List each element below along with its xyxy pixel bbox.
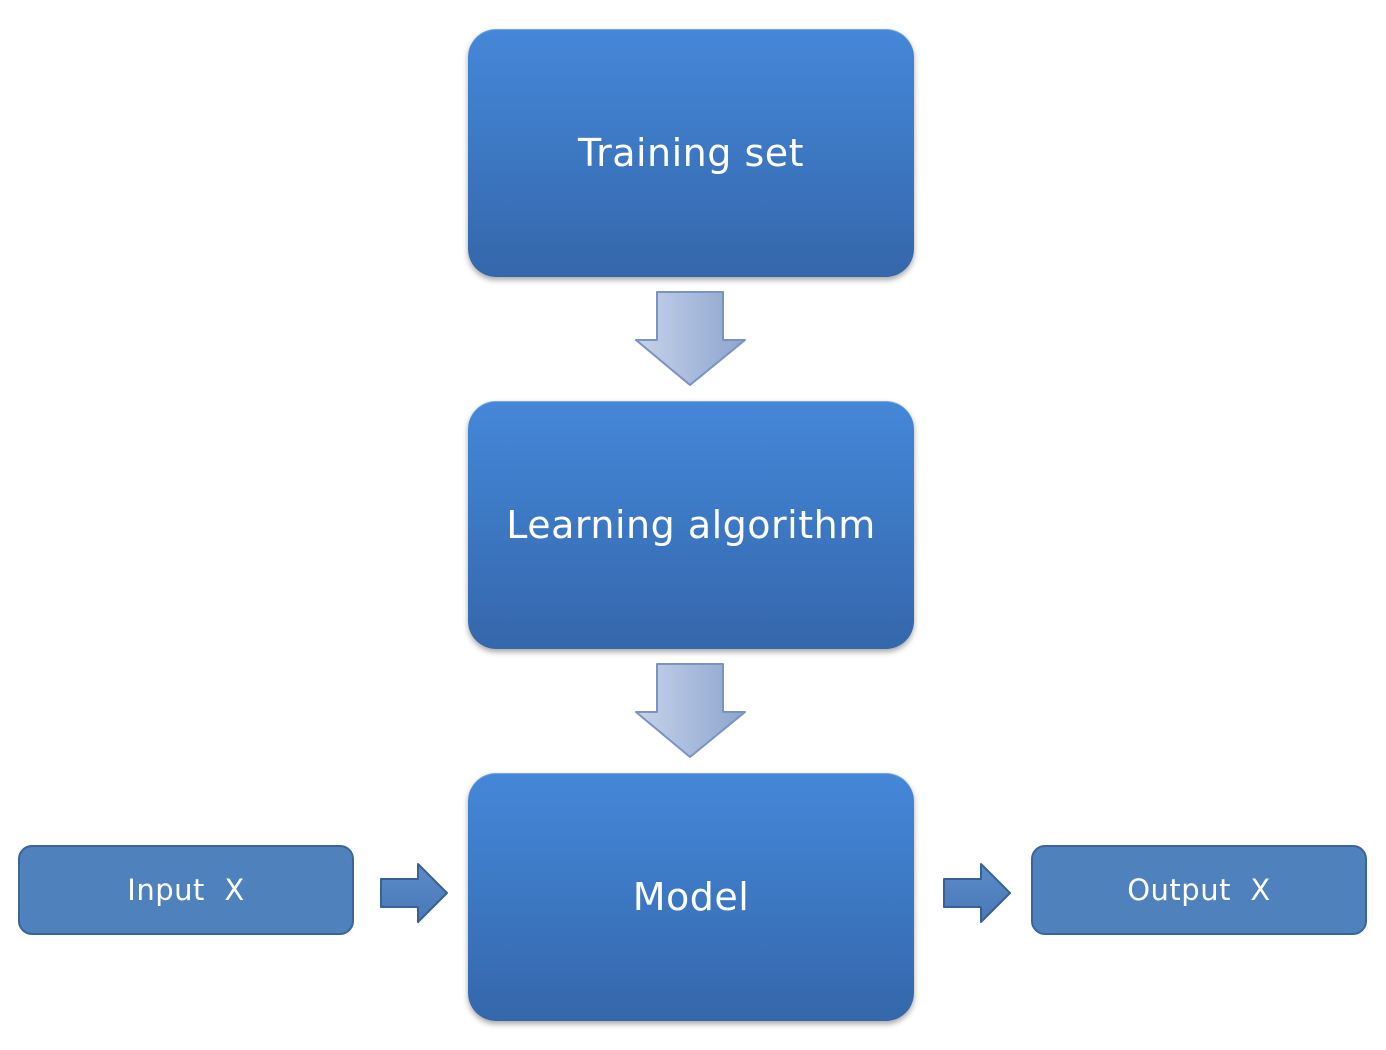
input-box: Input X: [18, 845, 354, 935]
arrow-down-icon: [635, 291, 746, 386]
learning-algorithm-label: Learning algorithm: [506, 503, 876, 547]
arrow-down-icon: [635, 663, 746, 758]
output-label: Output X: [1127, 873, 1271, 907]
output-box: Output X: [1031, 845, 1367, 935]
training-set-label: Training set: [577, 131, 805, 175]
arrow-right-icon: [943, 863, 1011, 923]
training-set-box: Training set: [468, 29, 914, 277]
input-label: Input X: [127, 873, 245, 907]
learning-algorithm-box: Learning algorithm: [468, 401, 914, 649]
model-box: Model: [468, 773, 914, 1021]
model-label: Model: [632, 875, 750, 919]
arrow-right-icon: [380, 863, 448, 923]
